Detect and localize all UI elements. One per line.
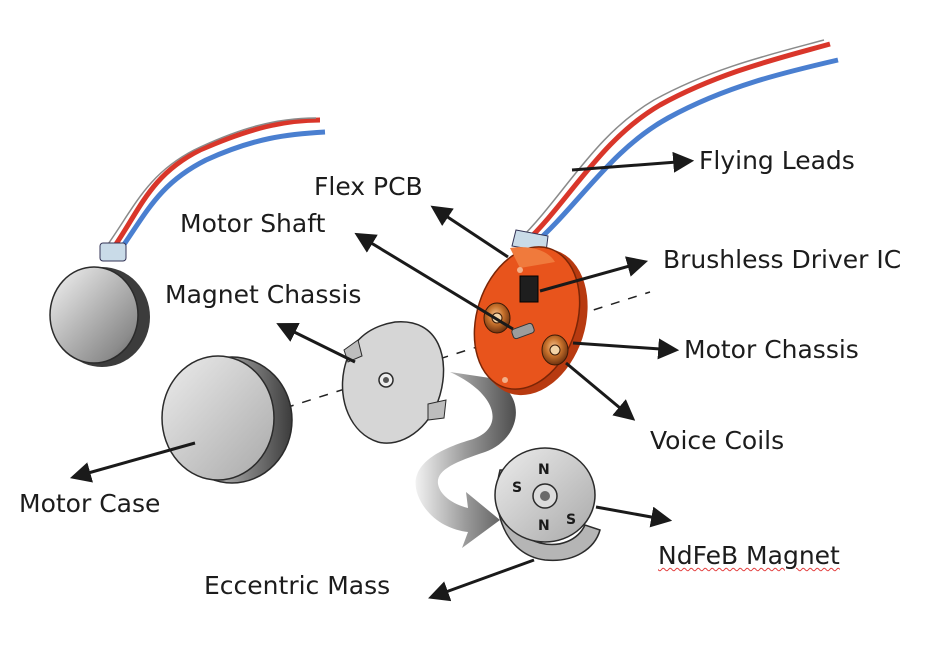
transition-arrow bbox=[415, 372, 516, 548]
pole-s-right: S bbox=[566, 512, 576, 528]
label-flying-leads: Flying Leads bbox=[699, 146, 855, 175]
arrow-driver-ic bbox=[539, 256, 649, 293]
arrow-motor-shaft bbox=[354, 232, 514, 331]
label-motor-shaft: Motor Shaft bbox=[180, 209, 326, 238]
pole-n-top: N bbox=[538, 462, 550, 478]
label-magnet-chassis: Magnet Chassis bbox=[165, 280, 362, 309]
label-motor-chassis: Motor Chassis bbox=[684, 335, 859, 364]
assembled-motor bbox=[49, 117, 326, 367]
label-motor-case: Motor Case bbox=[19, 489, 161, 518]
label-eccentric-mass: Eccentric Mass bbox=[204, 571, 391, 600]
arrow-eccentric-mass bbox=[428, 558, 535, 602]
label-flex-pcb: Flex PCB bbox=[314, 172, 423, 201]
arrow-ndfeb-magnet bbox=[595, 505, 673, 528]
motor-case bbox=[161, 355, 293, 484]
callout-arrows bbox=[69, 151, 695, 602]
arrow-flying-leads bbox=[571, 151, 695, 173]
pole-s-left: S bbox=[512, 480, 522, 496]
pcb-assembly bbox=[473, 39, 839, 396]
pole-n-bottom: N bbox=[538, 518, 550, 534]
label-voice-coils: Voice Coils bbox=[650, 426, 785, 455]
assembly-axis bbox=[284, 291, 651, 409]
arrow-motor-chassis bbox=[572, 338, 680, 360]
arrow-magnet-chassis bbox=[276, 323, 356, 364]
magnet-chassis bbox=[341, 321, 447, 444]
ndfeb-magnet: N S S N bbox=[494, 447, 601, 562]
label-brushless-driver-ic: Brushless Driver IC bbox=[663, 245, 902, 274]
arrow-flex-pcb bbox=[430, 205, 509, 259]
arrow-motor-case bbox=[69, 441, 196, 483]
label-ndfeb-magnet: NdFeB Magnet bbox=[658, 541, 840, 570]
arrow-voice-coils bbox=[565, 361, 636, 421]
